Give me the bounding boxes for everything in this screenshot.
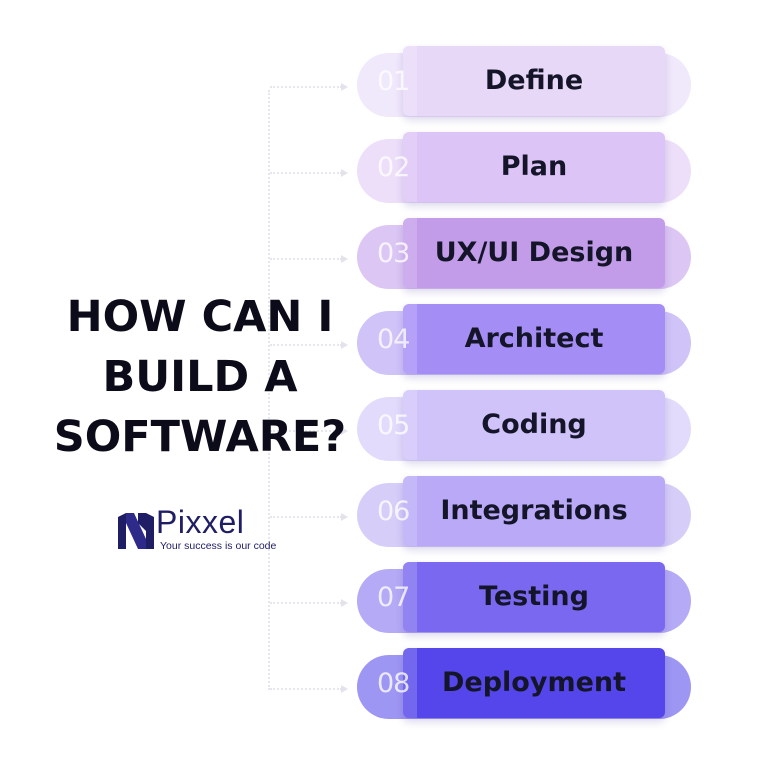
step-number: 04: [377, 324, 410, 355]
step-item: 04 Architect: [357, 304, 691, 382]
title-line-3: SOFTWARE?: [53, 412, 347, 462]
flow-connector-line: [268, 90, 272, 690]
step-label: Integrations: [440, 495, 628, 526]
page-title: HOW CAN I BUILD A SOFTWARE?: [30, 287, 370, 467]
step-item: 01 Define: [357, 46, 691, 124]
step-card: [403, 46, 665, 116]
step-connector-arrow: [270, 255, 348, 263]
brand-name: Pixxel: [156, 504, 245, 540]
step-card: [403, 390, 665, 460]
step-item: 03 UX/UI Design: [357, 218, 691, 296]
step-card: [403, 132, 665, 202]
step-item: 07 Testing: [357, 562, 691, 640]
step-item: 06 Integrations: [357, 476, 691, 554]
pixxel-logo: Pixxel Your success is our code: [116, 504, 296, 557]
step-number: 05: [377, 410, 410, 441]
step-label: Define: [484, 65, 584, 96]
step-card: [403, 648, 665, 718]
step-connector-arrow: [270, 83, 348, 91]
step-label: Testing: [479, 581, 589, 612]
step-connector-arrow: [270, 169, 348, 177]
pixxel-logo-icon: [118, 513, 154, 549]
step-connector-arrow: [270, 599, 348, 607]
step-label: Plan: [500, 151, 568, 182]
step-card: [403, 562, 665, 632]
step-label: Architect: [464, 323, 604, 354]
step-number: 03: [377, 238, 410, 269]
step-label: UX/UI Design: [434, 237, 634, 268]
step-card: [403, 218, 665, 288]
title-line-1: HOW CAN I: [66, 292, 334, 342]
step-number: 08: [377, 668, 410, 699]
step-number: 07: [377, 582, 410, 613]
title-line-2: BUILD A: [102, 352, 298, 402]
step-connector-arrow: [270, 427, 348, 435]
step-number: 01: [377, 66, 410, 97]
brand-tagline: Your success is our code: [160, 540, 277, 552]
step-connector-arrow: [270, 341, 348, 349]
step-connector-arrow: [270, 685, 348, 693]
step-item: 02 Plan: [357, 132, 691, 210]
step-label: Deployment: [441, 667, 627, 698]
step-card: [403, 476, 665, 546]
step-card: [403, 304, 665, 374]
step-item: 05 Coding: [357, 390, 691, 468]
step-label: Coding: [481, 409, 587, 440]
step-number: 06: [377, 496, 410, 527]
step-connector-arrow: [270, 513, 348, 521]
step-item: 08 Deployment: [357, 648, 691, 726]
step-number: 02: [377, 152, 410, 183]
